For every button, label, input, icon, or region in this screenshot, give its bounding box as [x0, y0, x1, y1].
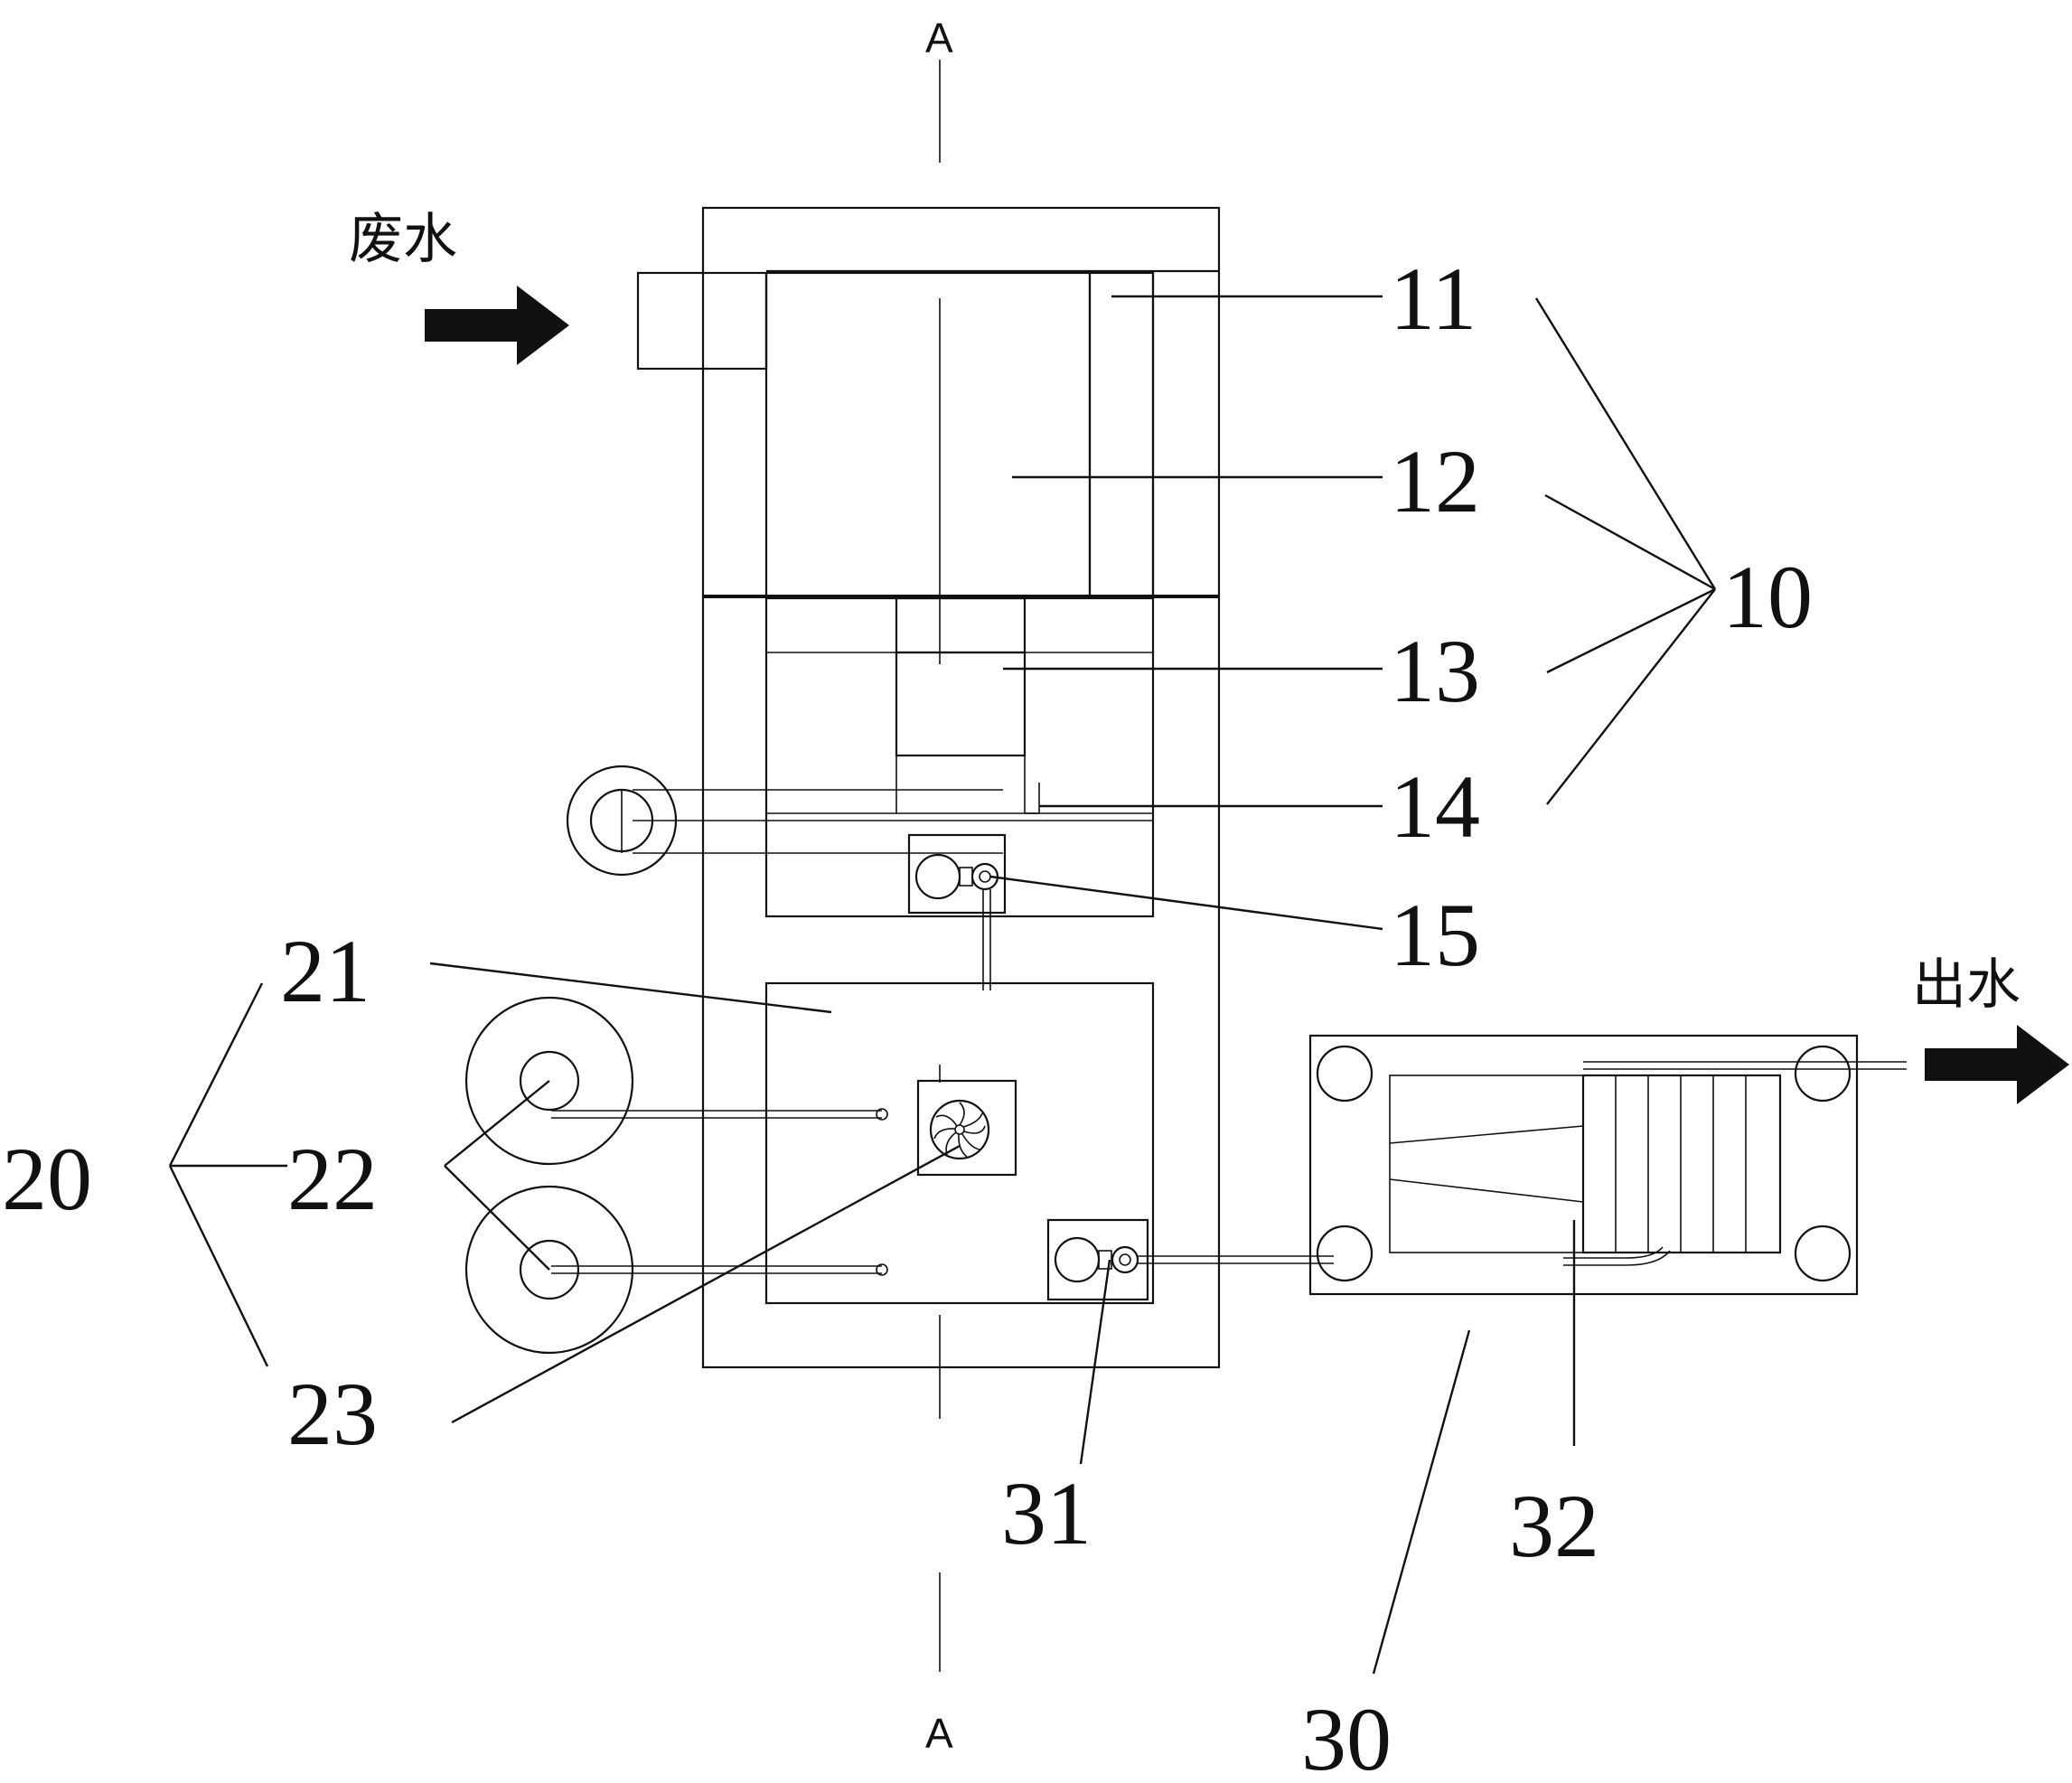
blower-lower-outer: [464, 1185, 634, 1355]
fan-housing: [916, 1079, 1017, 1177]
pump-31-housing: [1046, 1218, 1149, 1301]
blower-upper-inner: [519, 1050, 580, 1112]
pump-15-housing: [907, 833, 1007, 915]
ref-32: 32: [1509, 1476, 1599, 1576]
ref-15: 15: [1390, 885, 1480, 985]
tank-body: [701, 206, 1221, 1369]
inflow-label: 废水: [349, 208, 457, 271]
blower-lower-inner: [519, 1239, 580, 1300]
pump-31-motor: [1054, 1236, 1101, 1283]
ref-31: 31: [1001, 1463, 1092, 1563]
fan-icon: [929, 1099, 990, 1160]
blower-upper-outer: [464, 996, 634, 1166]
outflow-label: 出水: [1912, 953, 2020, 1017]
section-label-top: A: [925, 14, 953, 61]
filter-press-frame: [1308, 1034, 1859, 1296]
filter-media: [764, 271, 1092, 598]
section-label-bottom: A: [925, 1710, 953, 1757]
ref-13: 13: [1390, 621, 1480, 721]
pump-15-motor: [914, 853, 961, 900]
ref-22: 22: [287, 1129, 378, 1229]
inflow-arrow-icon: [425, 286, 569, 365]
ref-23: 23: [287, 1364, 378, 1464]
ref-20: 20: [2, 1129, 92, 1229]
ref-30: 30: [1301, 1689, 1392, 1783]
ref-12: 12: [1390, 431, 1480, 531]
outflow-arrow-icon: [1925, 1025, 2069, 1104]
overflow-channel: [1088, 271, 1155, 598]
bottom-chamber: [764, 981, 1155, 1305]
ref-11: 11: [1390, 249, 1477, 349]
ref-14: 14: [1390, 756, 1480, 857]
aerator-14-outer: [566, 765, 678, 877]
ref-21: 21: [280, 921, 370, 1021]
filter-plates: [1581, 1074, 1782, 1254]
ref-10: 10: [1722, 547, 1813, 647]
